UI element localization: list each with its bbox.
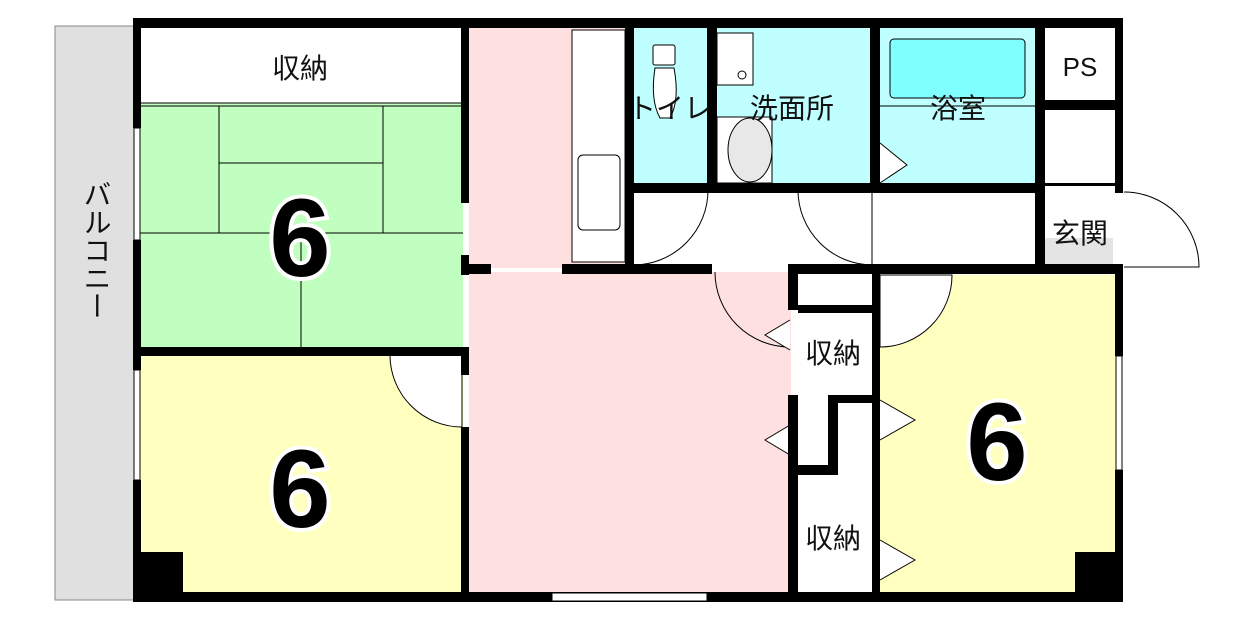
corridor [633, 192, 1037, 268]
washroom-label: 洗面所 [750, 92, 834, 125]
toilet-icon [652, 44, 677, 119]
balcony [54, 25, 136, 601]
storage-label: 収納 [805, 337, 861, 370]
western-room-left-size: 6 [269, 428, 330, 551]
pipe-space [1045, 28, 1117, 100]
storage-label: 収納 [805, 522, 861, 555]
washing-machine-space [716, 32, 754, 86]
storage-top-left [137, 28, 463, 102]
bathroom-label: 浴室 [930, 92, 986, 125]
bathtub-icon [889, 38, 1026, 99]
entrance-label: 玄関 [1052, 217, 1108, 250]
door-swing [389, 354, 463, 428]
tatami-room-size: 6 [269, 177, 330, 300]
pillar [133, 552, 183, 602]
pillar [1075, 552, 1123, 602]
storage-label: 収納 [272, 52, 328, 85]
entry-door[interactable] [1123, 191, 1200, 268]
washbasin-icon [727, 117, 773, 183]
balcony-label: バルコニー [80, 180, 113, 320]
tatami-room [137, 102, 463, 351]
pipe-space-label: PS [1063, 52, 1098, 82]
western-room-right-size: 6 [966, 381, 1027, 504]
sink-icon [577, 154, 621, 231]
toilet-label: トイレ [628, 92, 712, 125]
windows[interactable] [133, 127, 1123, 602]
ldk [469, 28, 791, 596]
entrance-tile [1045, 238, 1113, 266]
